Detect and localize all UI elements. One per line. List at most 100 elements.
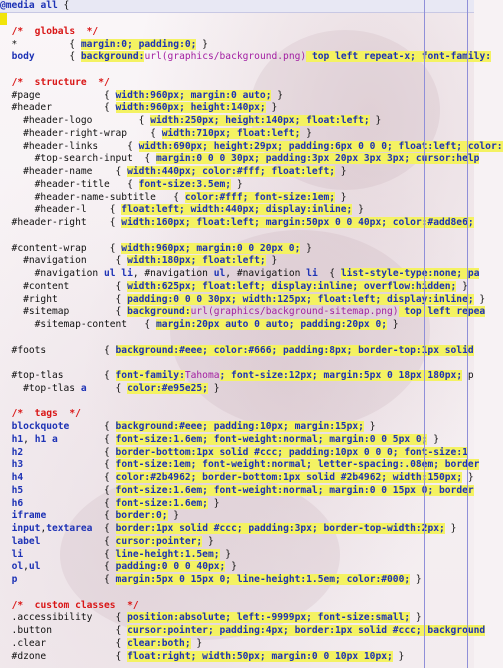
code-line[interactable]: ol,ul { padding:0 0 0 40px; } [0,561,474,574]
code-line[interactable]: #top-tlas { font-family:Tahoma; font-siz… [0,370,474,383]
code-line[interactable]: blockquote { background:#eee; padding:10… [0,421,474,434]
code-line[interactable]: #right { padding:0 0 0 30px; width:125px… [0,293,485,307]
code-line[interactable]: /* globals */ [0,26,474,39]
code-token: font-size:1.6em; font-weight:normal; mar… [115,433,428,445]
code-line[interactable] [0,13,474,26]
code-line[interactable]: body { background:url(graphics/backgroun… [0,51,492,64]
code-token [0,408,12,419]
code-line[interactable]: #dzone { float:right; width:50px; margin… [0,650,474,664]
code-token: ul li [103,268,133,279]
code-line[interactable]: .button { cursor:pointer; padding:4px; b… [0,625,486,638]
code-line[interactable]: #header-right-wrap { width:710px; float:… [0,127,474,141]
code-token: #header-logo { [0,115,151,126]
code-line[interactable]: input,textarea { border:1px solid #ccc; … [0,523,474,536]
code-line[interactable]: #top-search-input { margin:0 0 0 30px; p… [0,153,480,166]
code-token [0,574,12,585]
code-token: line-height:1.5em; [115,548,220,560]
code-line[interactable]: #header-right { width:160px; float:left;… [0,217,474,230]
code-token: margin:0 0 0 30px; padding:3px 20px 3px … [155,153,480,165]
code-line[interactable]: #content-wrap { width:960px; margin:0 0 … [0,242,474,256]
code-line[interactable]: h5 { font-size:1.6em; font-weight:normal… [0,484,474,498]
code-line[interactable]: #header-logo { width:250px; height:140px… [0,115,474,128]
code-line[interactable]: label { cursor:pointer; } [0,535,474,549]
code-token: ul [213,268,226,279]
code-token: width:180px; float:left; [127,255,266,267]
code-line[interactable]: /* tags */ [0,408,474,421]
code-token: color:#e95e25; [127,382,208,394]
code-line[interactable] [0,396,474,409]
code-line[interactable]: * { margin:0; padding:0; } [0,38,474,52]
code-token: } [225,561,237,573]
code-token: { [34,51,81,63]
code-line[interactable]: h3 { font-size:1em; font-weight:normal; … [0,459,480,472]
code-line[interactable]: #top-tlas a { color:#e95e25; } [0,382,474,396]
code-token: .accessibility { [0,612,128,624]
code-token [0,459,12,470]
code-line[interactable]: /* structure */ [0,77,474,90]
code-line[interactable]: h4 { color:#2b4962; border-bottom:1px so… [0,472,474,485]
code-line[interactable]: #page { width:960px; margin:0 auto; } [0,89,474,103]
code-token [0,561,12,572]
code-token: ul [28,561,41,573]
code-line[interactable]: #content { width:625px; float:left; disp… [0,280,474,294]
code-token: all [40,0,58,11]
code-token: Tahoma [184,370,220,381]
code-line[interactable]: #header-name-subtitle { color:#fff; font… [0,191,474,205]
code-token: border:0; [115,510,168,522]
code-token: width:250px; height:140px; float:left; [150,115,370,126]
code-line[interactable]: #header-links { width:690px; height:29px… [0,140,503,154]
code-line[interactable]: h6 { font-size:1.6em; } [0,497,474,511]
code-token: { [17,574,116,585]
code-token: li [306,268,318,279]
code-line[interactable]: #header-name { width:440px; color:#fff; … [0,166,474,179]
code-token: margin:0; padding:0; [80,38,197,50]
code-token [0,26,12,37]
code-line[interactable]: #navigation ul li, #navigation ul, #navi… [0,268,480,281]
code-token: } [207,497,220,509]
code-token: h6 [11,497,24,509]
code-token [0,549,12,560]
code-line[interactable]: #header { width:960px; height:140px; } [0,102,474,115]
code-token: } [427,433,440,445]
code-token: font-family: [115,370,185,381]
code-line[interactable]: #foots { background:#eee; color:#666; pa… [0,344,474,358]
code-line[interactable] [0,230,474,243]
code-token: p [11,574,18,585]
code-token [0,600,12,611]
code-line[interactable]: #header-l { float:left; width:440px; dis… [0,204,474,217]
code-line[interactable]: h2 { border-bottom:1px solid #ccc; paddi… [0,446,474,460]
code-token: li [11,548,24,560]
code-line[interactable]: li { line-height:1.5em; } [0,548,474,562]
code-line[interactable]: .clear { clear:both; } [0,637,474,651]
code-line[interactable]: p { margin:5px 0 15px 0; line-height:1.5… [0,574,474,587]
code-token: width:625px; float:left; display:inline;… [127,280,457,292]
code-token: #header-right { [0,217,122,228]
code-token: { [40,561,116,573]
code-line[interactable] [0,64,474,77]
code-token: h2 [11,446,24,458]
code-line[interactable] [0,332,474,345]
code-token: background:#eee; padding:10px; margin:15… [115,421,364,432]
code-token: /* globals */ [11,25,99,37]
code-line[interactable]: iframe { border:0; } [0,510,474,523]
code-token: @media [0,0,35,11]
code-line[interactable]: .accessibility { position:absolute; left… [0,612,474,625]
code-token: #header-l { [0,204,122,216]
code-line[interactable]: h1, h1 a { font-size:1.6em; font-weight:… [0,433,474,447]
code-line[interactable]: /* custom classes */ [0,600,474,613]
code-token: { [40,535,116,547]
code-token: #foots { [0,344,116,356]
code-line[interactable]: #navigation { width:180px; float:left; } [0,255,474,268]
code-line[interactable]: @media all { [0,0,474,13]
code-token: font-size:1.6em; font-weight:normal; mar… [115,484,474,496]
code-line[interactable]: #sitemap { background:url(graphics/backg… [0,306,486,319]
code-line[interactable] [0,587,474,600]
code-token: , [40,523,47,534]
code-token: p [467,370,474,381]
code-line[interactable]: #sitemap-content { margin:20px auto 0 au… [0,319,474,332]
code-line[interactable] [0,357,474,370]
code-token: { [69,421,116,432]
code-token: #header-name-subtitle { [0,191,185,203]
code-line[interactable]: #header-title { font-size:3.5em; } [0,178,474,192]
